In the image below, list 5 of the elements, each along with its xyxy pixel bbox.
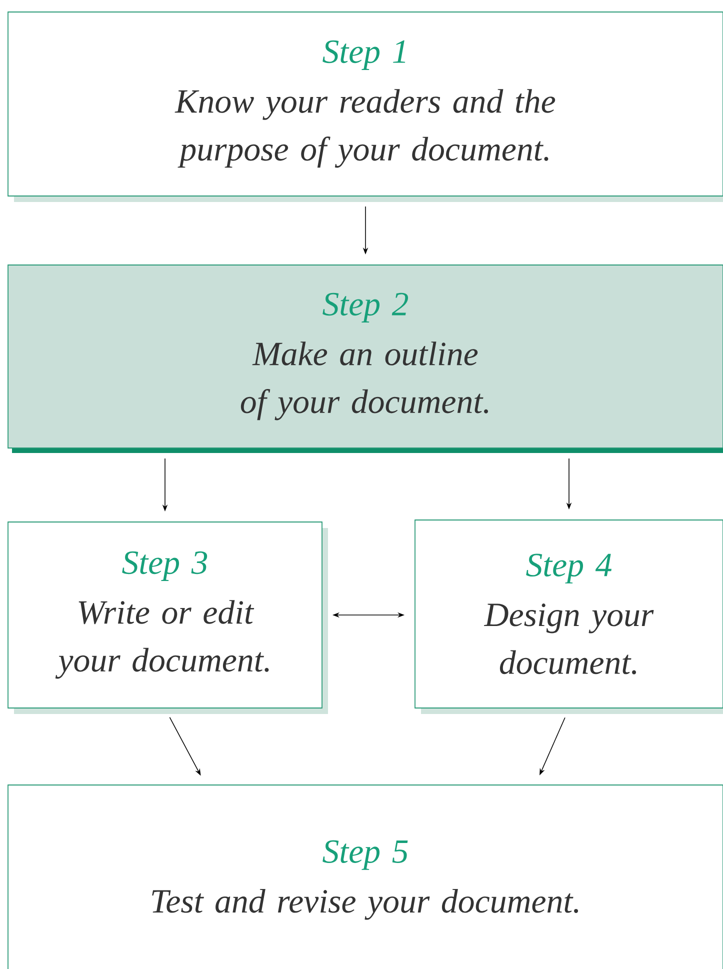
step-box: Step 5 Test and revise your document.: [8, 784, 723, 969]
step-box: Step 3 Write or edit your document.: [8, 522, 328, 714]
step-box: Step 2 Make an outline of your document.: [8, 264, 723, 453]
step-box: Step 4 Design your document.: [414, 520, 723, 714]
step-box: Step 1 Know your readers and the purpose of your document.: [8, 12, 723, 202]
